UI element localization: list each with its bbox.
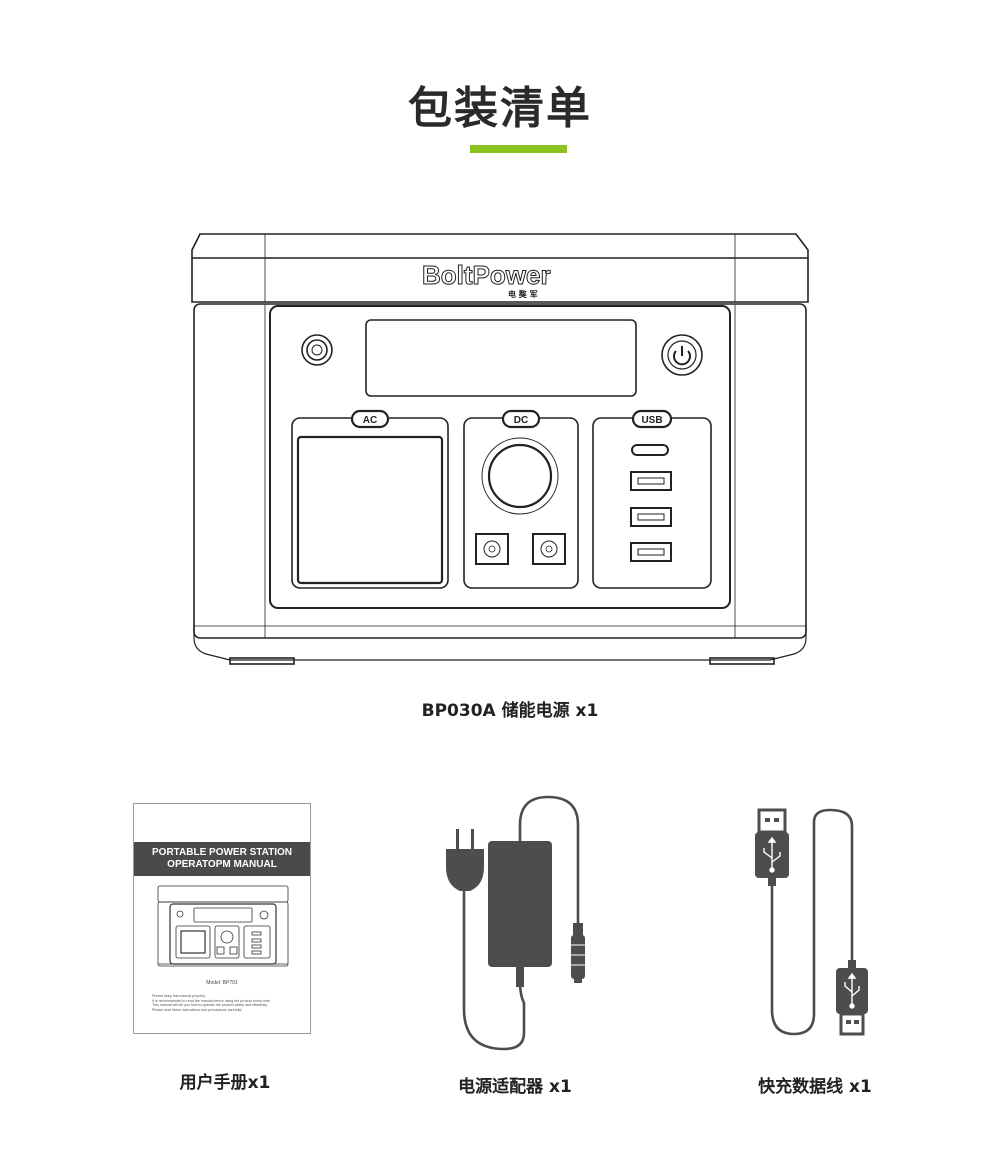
dc-section (463, 417, 579, 589)
usb-tag (631, 409, 673, 429)
power-button-icon (673, 346, 691, 366)
main-power-button (661, 334, 703, 376)
user-manual-illustration: PORTABLE POWER STATION OPERATOPM MANUAL … (133, 803, 311, 1034)
dc-car-port-ring (481, 437, 559, 515)
manual-product-thumbnail (157, 885, 289, 967)
body-outline (193, 303, 807, 639)
cable-caption: 快充数据线 x1 (758, 1077, 872, 1097)
manual-note: Please keep this manual properly. (152, 994, 206, 998)
usb-symbol-icon (844, 972, 860, 1009)
page-title: 包装清单 (408, 83, 592, 134)
foot-left (229, 657, 295, 665)
dc-label: DC (514, 415, 528, 426)
manual-title-line2: OPERATOPM MANUAL (167, 859, 277, 870)
manual-cover-band: PORTABLE POWER STATION OPERATOPM MANUAL (134, 842, 310, 876)
dc-tag (501, 409, 541, 429)
ac-tag (350, 409, 390, 429)
adapter-brick (488, 841, 552, 967)
front-panel (269, 305, 731, 609)
usb-a-port-2 (630, 507, 672, 527)
dc-car-port (487, 443, 553, 509)
usb-cable-illustration (755, 808, 868, 1036)
usb-label: USB (641, 415, 662, 426)
adapter-caption: 电源适配器 x1 (458, 1077, 572, 1097)
manual-title-line1: PORTABLE POWER STATION (152, 847, 292, 858)
dc-barrel-plug (571, 935, 585, 979)
adapter-dc-cable (518, 795, 580, 925)
brand-subtitle: 电 獒 军 (508, 289, 538, 299)
foot-right (709, 657, 775, 665)
manual-note: This manual will tell you how to operate… (152, 1003, 268, 1008)
accent-bar (470, 145, 567, 153)
adapter-ac-cable (462, 889, 526, 1051)
usb-symbol-icon (763, 836, 781, 873)
manual-notes: Please keep this manual properly. It is … (152, 994, 302, 1012)
usb-a-connector-top (757, 808, 787, 834)
base-outline (193, 626, 807, 661)
brand-logo: BoltPower (422, 260, 551, 290)
dc-port-left (475, 533, 509, 565)
usb-a-port-3 (630, 542, 672, 562)
light-button (301, 334, 333, 366)
usb-a-port-1 (630, 471, 672, 491)
ac-section (291, 417, 449, 589)
main-product-caption: BP030A 储能电源 x1 (421, 701, 599, 721)
dc-port-right (532, 533, 566, 565)
plug-icon (446, 829, 484, 891)
ac-label: AC (363, 415, 377, 426)
usb-cable-wire (770, 808, 854, 1036)
power-adapter-illustration (446, 795, 585, 1051)
light-button-inner (306, 339, 328, 361)
manual-model-text: Model: BP701 (206, 980, 238, 986)
usb-c-port (631, 444, 669, 456)
lcd-display (365, 319, 637, 397)
usb-section (592, 417, 712, 589)
manual-note: It is recommended to read the manual bef… (152, 998, 271, 1003)
ac-outlet-panel (296, 435, 444, 585)
manual-caption: 用户手册x1 (179, 1073, 271, 1093)
manual-note: Please read these instructions and preca… (152, 1007, 243, 1012)
power-station-illustration: BoltPower 电 獒 军 AC DC USB (191, 233, 809, 665)
